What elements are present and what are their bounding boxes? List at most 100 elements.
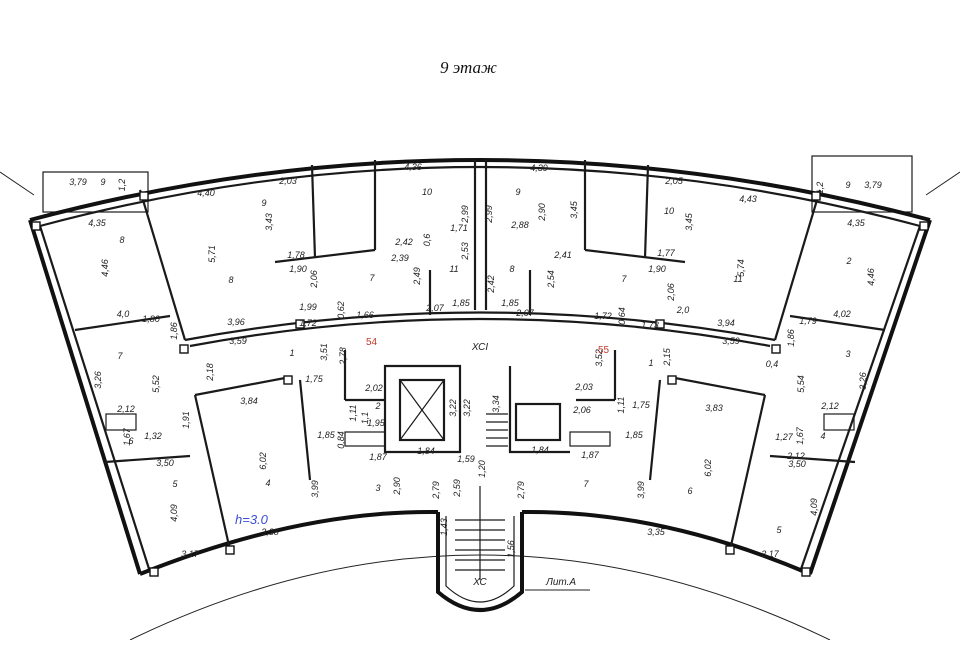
dimension-label: 1,90 xyxy=(648,264,666,274)
dimension-label: 0,62 xyxy=(336,301,346,319)
outer-wall-bottom-left xyxy=(139,509,439,576)
dimension-label: 1,80 xyxy=(142,314,160,324)
dimension-label: 3,79 xyxy=(864,180,882,190)
dimension-label: 1,84 xyxy=(417,446,435,456)
dimension-label: 5,52 xyxy=(151,375,161,393)
dimension-label: 2,06 xyxy=(309,270,319,289)
dimension-label: 2,99 xyxy=(484,205,494,224)
dimension-label: 6,02 xyxy=(258,452,268,470)
dimension-label: 3,17 xyxy=(761,549,780,559)
dimension-label: 5 xyxy=(776,525,782,535)
dimension-label: 3,26 xyxy=(858,372,868,390)
dimension-label: 2,78 xyxy=(338,347,348,366)
dimension-label: 3,79 xyxy=(69,177,87,187)
dimension-label: 2,90 xyxy=(537,203,547,222)
dimension-label: 3 xyxy=(845,349,850,359)
dimension-label: 6 xyxy=(687,486,692,496)
dimension-label: 3,59 xyxy=(229,336,247,346)
bathtub-right xyxy=(823,413,855,431)
dimension-label: 3,50 xyxy=(788,459,806,469)
bathtub-left xyxy=(105,413,137,431)
dimension-label: 3,22 xyxy=(448,399,458,417)
core-stairs xyxy=(486,413,508,447)
dimension-label: 3,38 xyxy=(261,527,279,537)
outer-wall-left xyxy=(28,219,142,575)
dimension-label: 3,50 xyxy=(156,458,174,468)
dimension-label: 4,02 xyxy=(833,309,851,319)
dimension-label: 2 xyxy=(845,256,851,266)
partitions-left xyxy=(74,160,488,551)
dimension-label: 7 xyxy=(117,351,123,361)
columns xyxy=(31,191,929,577)
dimension-label: 7 xyxy=(583,479,589,489)
outer-wall-right-inner xyxy=(798,225,922,573)
dimension-label: 2,42 xyxy=(394,237,413,247)
dimension-label: 4,35 xyxy=(88,218,107,228)
dimension-label: 2,07 xyxy=(425,303,445,313)
dimension-label: 2,99 xyxy=(460,205,470,224)
dimension-label: 1,72 xyxy=(299,318,317,328)
dimension-label: 1,56 xyxy=(506,540,516,558)
dimension-label: 1,27 xyxy=(775,432,794,442)
dimension-label: 3,51 xyxy=(319,343,329,361)
dimension-label: 3,34 xyxy=(491,395,501,413)
dimension-label: 1,87 xyxy=(581,450,600,460)
dimension-label: 1,2 xyxy=(117,179,127,192)
dimension-label: 1,32 xyxy=(144,431,162,441)
dimension-label: 3,99 xyxy=(310,480,320,498)
dimension-label: 8 xyxy=(509,264,514,274)
dimension-label: 3,83 xyxy=(705,403,723,413)
corridor-wall-top xyxy=(184,311,776,342)
elevator-right xyxy=(514,402,562,442)
dimension-label: 4,35 xyxy=(847,218,866,228)
dimension-label: 11 xyxy=(449,264,458,274)
dimension-label: 2,06 xyxy=(572,405,591,415)
dimension-label: 2,49 xyxy=(412,267,422,286)
dimension-label: 9 xyxy=(100,177,105,187)
dimension-label: 2,53 xyxy=(460,242,470,261)
dimension-label: 1,91 xyxy=(181,411,191,429)
dimension-label: 1 xyxy=(648,358,653,368)
dimension-label: 1,86 xyxy=(169,322,179,340)
dimension-label: 4,43 xyxy=(739,194,757,204)
dimension-label: 3,99 xyxy=(636,481,646,499)
label-height-note: h=3.0 xyxy=(235,512,269,527)
dimension-label: 3,17 xyxy=(181,549,200,559)
dimension-label: 1,77 xyxy=(657,248,676,258)
dimension-label: 9 xyxy=(515,187,520,197)
dimension-label: 2 xyxy=(374,401,380,411)
sink-left xyxy=(344,431,386,447)
stair-tower xyxy=(436,512,524,612)
dimension-label: 1,2 xyxy=(815,182,825,195)
dimension-label: 1,95 xyxy=(367,418,386,428)
dimension-label: 0,64 xyxy=(617,307,627,325)
dimension-label: 11 xyxy=(733,274,742,284)
dimension-label: 4,09 xyxy=(169,504,179,522)
dimension-label: 4,36 xyxy=(404,162,422,172)
dimension-label: 4 xyxy=(265,478,270,488)
dimension-label: 1,86 xyxy=(786,329,796,347)
dimension-label: 3,45 xyxy=(684,212,694,231)
floor-title: 9 этаж xyxy=(440,58,497,77)
stair-treads xyxy=(455,486,505,580)
dimension-label: 7 xyxy=(621,274,627,284)
dimension-label: 1,87 xyxy=(369,452,388,462)
dimension-label: 10 xyxy=(664,206,674,216)
dimension-label: 1,66 xyxy=(356,310,374,320)
dimension-label: 3,59 xyxy=(722,336,740,346)
elevator-left xyxy=(398,378,446,442)
dimension-label: 4 xyxy=(820,431,825,441)
stamps-layer: ХСI ХС Лит.А 54 55 h=3.0 xyxy=(235,337,610,588)
dimension-label: 3,26 xyxy=(93,371,103,389)
label-lit-a: Лит.А xyxy=(545,577,576,588)
dimension-label: 2,54 xyxy=(546,270,556,289)
core-right xyxy=(508,366,570,454)
dimension-label: 5 xyxy=(172,479,178,489)
dimension-label: 1,1 xyxy=(360,412,370,425)
dimension-label: 1,85 xyxy=(317,430,336,440)
dimension-label: 5,74 xyxy=(736,259,746,277)
dimension-label: 1,67 xyxy=(795,426,805,445)
dimension-label: 1,84 xyxy=(531,445,549,455)
dimension-label: 2,03 xyxy=(278,176,297,186)
